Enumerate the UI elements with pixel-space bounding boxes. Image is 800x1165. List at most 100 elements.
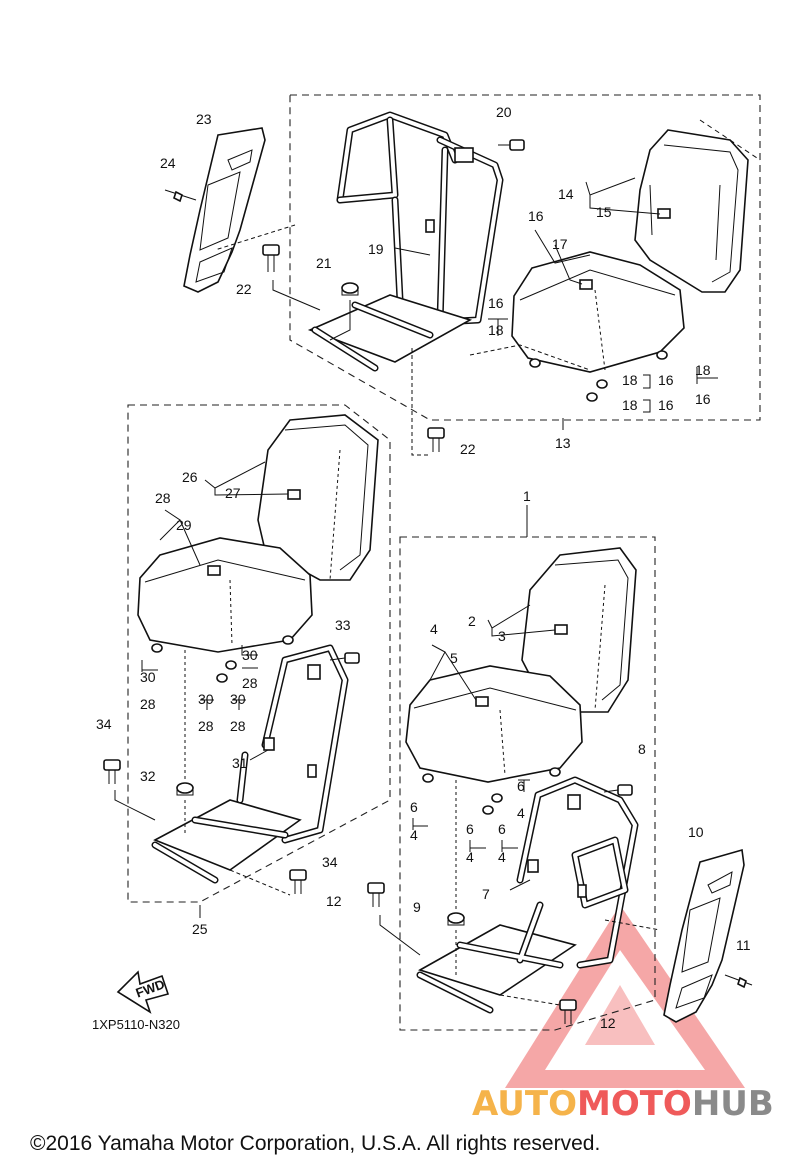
callout-28-e: 28 — [230, 718, 246, 734]
frame-7 — [416, 776, 639, 1014]
grommet-30c — [216, 673, 228, 683]
nut-9 — [447, 780, 465, 975]
group-box-1 — [399, 536, 656, 1031]
callout-6-b: 6 — [410, 799, 418, 815]
bolt-8 — [603, 784, 633, 796]
callout-9: 9 — [413, 899, 421, 915]
callout-26: 26 — [182, 469, 198, 485]
bolt-12-left — [367, 882, 421, 956]
callout-10: 10 — [688, 824, 704, 840]
callout-16-d: 16 — [658, 372, 674, 388]
seat-assembly-13 — [164, 111, 761, 456]
callout-15: 15 — [596, 204, 612, 220]
callout-14: 14 — [558, 186, 574, 202]
callout-32: 32 — [140, 768, 156, 784]
callout-21: 21 — [316, 255, 332, 271]
callout-34-right: 34 — [322, 854, 338, 870]
bolt-12-right — [499, 994, 577, 1024]
callout-7: 7 — [482, 886, 490, 902]
watermark-hub: HUB — [692, 1084, 774, 1124]
backrest-2 — [521, 547, 637, 713]
bolt-33 — [329, 652, 360, 664]
nut-21 — [329, 282, 359, 341]
callout-3: 3 — [498, 628, 506, 644]
callout-20: 20 — [496, 104, 512, 120]
group-box-13 — [289, 94, 761, 421]
callout-22-top: 22 — [236, 281, 252, 297]
diagram-code: 1XP5110-N320 — [92, 1017, 180, 1032]
bolt-20 — [498, 139, 525, 151]
fwd-arrow-icon: FWD — [116, 970, 170, 1014]
grommet-6c — [482, 805, 494, 815]
grommet-6d — [491, 793, 503, 803]
callout-16-cushion: 16 — [528, 208, 544, 224]
callout-2: 2 — [468, 613, 476, 629]
bolt-22-top — [262, 244, 280, 272]
grommet-30b — [282, 635, 294, 645]
grommet-30a — [151, 643, 163, 653]
callout-18-d: 18 — [622, 397, 638, 413]
callout-30-c: 30 — [198, 691, 214, 707]
callout-17: 17 — [552, 236, 568, 252]
watermark-moto: MOTO — [577, 1084, 692, 1124]
callout-29: 29 — [176, 517, 192, 533]
callout-13: 13 — [555, 435, 571, 451]
callout-22-bottom: 22 — [460, 441, 476, 457]
grommet-18a — [529, 358, 541, 368]
seat-cushion-4 — [405, 665, 583, 783]
callout-4-d: 4 — [466, 849, 474, 865]
callout-28-d: 28 — [198, 718, 214, 734]
callout-19: 19 — [368, 241, 384, 257]
grommet-18d — [586, 392, 598, 402]
callout-labels: 23 24 22 20 19 21 14 15 16 17 16 18 18 1… — [96, 104, 751, 1031]
screw-24 — [164, 189, 197, 203]
bolt-34-left — [103, 759, 156, 821]
backrest-14 — [634, 129, 749, 293]
callout-4-c: 4 — [410, 827, 418, 843]
callout-16-b: 16 — [488, 295, 504, 311]
callout-18-a: 18 — [488, 322, 504, 338]
callout-16-c: 16 — [695, 391, 711, 407]
callout-4-b: 4 — [517, 805, 525, 821]
nut-32 — [176, 650, 194, 835]
seat-assembly-25 — [103, 414, 379, 918]
screw-11 — [724, 974, 753, 989]
callout-31: 31 — [232, 755, 248, 771]
grommet-6a — [422, 773, 434, 783]
svg-text:AUTOMOTOHUB: AUTOMOTOHUB — [472, 1084, 774, 1124]
callout-4-e: 4 — [498, 849, 506, 865]
watermark-triangle — [505, 905, 745, 1088]
callout-6-a: 6 — [517, 778, 525, 794]
side-panel-23 — [183, 127, 266, 293]
side-panel-10 — [663, 848, 745, 1023]
backrest-26 — [257, 414, 379, 581]
callout-25: 25 — [192, 921, 208, 937]
callout-28-b: 28 — [242, 675, 258, 691]
callout-4-cushion: 4 — [430, 621, 438, 637]
callout-8: 8 — [638, 741, 646, 757]
callout-18-b: 18 — [695, 362, 711, 378]
callout-6-d: 6 — [498, 821, 506, 837]
callout-5: 5 — [450, 650, 458, 666]
bolt-22-bottom — [411, 348, 445, 456]
callout-28-cushion: 28 — [155, 490, 171, 506]
copyright-notice: ©2016 Yamaha Motor Corporation, U.S.A. A… — [30, 1132, 600, 1155]
bolt-34-right — [229, 869, 307, 896]
group-box-25 — [127, 404, 391, 903]
callout-12-left: 12 — [326, 893, 342, 909]
callout-33: 33 — [335, 617, 351, 633]
callout-30-a: 30 — [242, 647, 258, 663]
watermark-auto: AUTO — [472, 1084, 577, 1124]
seat-assembly-1 — [367, 505, 753, 1024]
grommet-30d — [225, 660, 237, 670]
watermark-logo: AUTOMOTOHUB — [472, 905, 774, 1124]
callout-30-b: 30 — [140, 669, 156, 685]
callout-12-right: 12 — [600, 1015, 616, 1031]
grommet-18c — [596, 379, 608, 389]
callout-27: 27 — [225, 485, 241, 501]
callout-11: 11 — [736, 937, 751, 953]
callout-23: 23 — [196, 111, 212, 127]
grommet-18b — [656, 350, 668, 360]
frame-31 — [151, 644, 349, 884]
